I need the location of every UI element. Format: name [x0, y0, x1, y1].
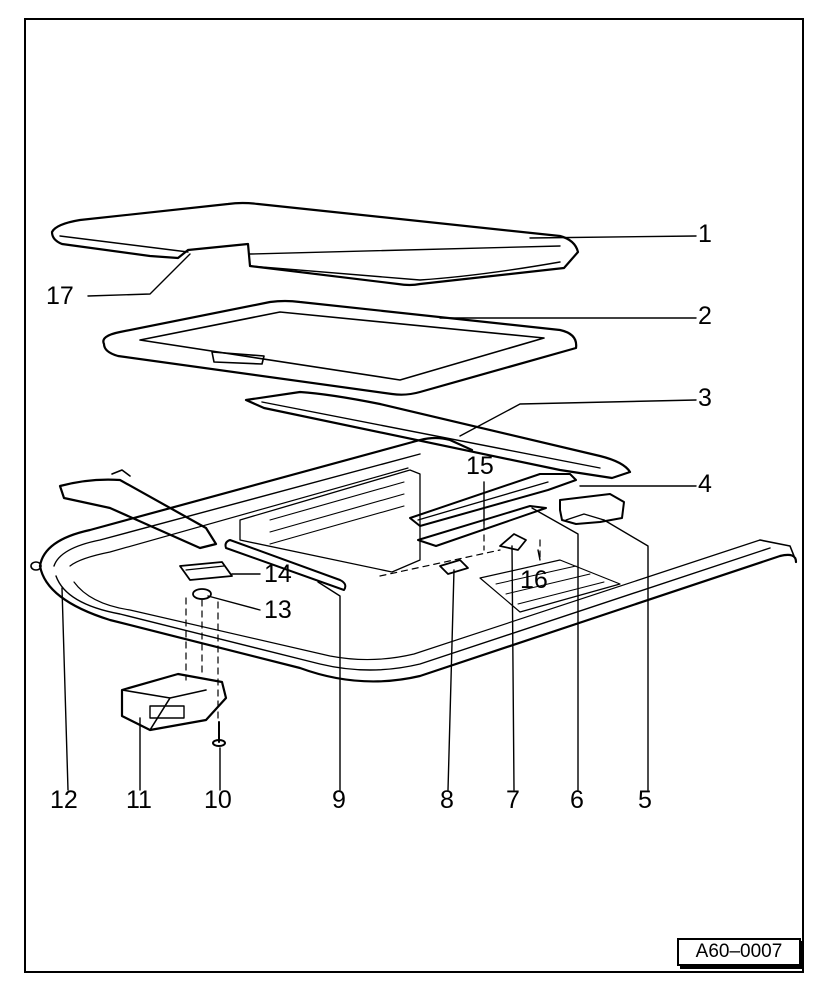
callout-5: 5: [638, 786, 652, 814]
callout-8: 8: [440, 786, 454, 814]
reference-code: A60–0007: [695, 941, 783, 962]
part-screw: [212, 721, 226, 747]
callout-16: 16: [520, 566, 548, 594]
part-bracket: [559, 493, 625, 525]
callout-11: 11: [126, 786, 152, 814]
part-deflector: [244, 390, 632, 480]
part-drain-tube: [224, 539, 347, 591]
callout-4: 4: [698, 470, 712, 498]
part-side-trim: [30, 469, 218, 571]
callout-9: 9: [332, 786, 346, 814]
callout-15: 15: [466, 452, 494, 480]
part-motor: [120, 672, 228, 732]
callout-7: 7: [506, 786, 520, 814]
reference-code-box: A60–0007: [677, 938, 801, 966]
callout-14: 14: [264, 560, 292, 588]
callout-6: 6: [570, 786, 584, 814]
callout-2: 2: [698, 302, 712, 330]
part-housing: [38, 436, 798, 683]
callout-13: 13: [264, 596, 292, 624]
callout-17: 17: [46, 282, 74, 310]
callout-10: 10: [204, 786, 232, 814]
callout-12: 12: [50, 786, 78, 814]
callout-3: 3: [698, 384, 712, 412]
drawing-frame: [24, 18, 804, 973]
part-glass-panel: [50, 201, 580, 287]
callout-1: 1: [698, 220, 712, 248]
part-slide-arm: [417, 505, 547, 547]
part-mount-plate: [179, 561, 233, 600]
leader-lines: [61, 235, 697, 791]
part-panel-frame: [102, 299, 578, 396]
